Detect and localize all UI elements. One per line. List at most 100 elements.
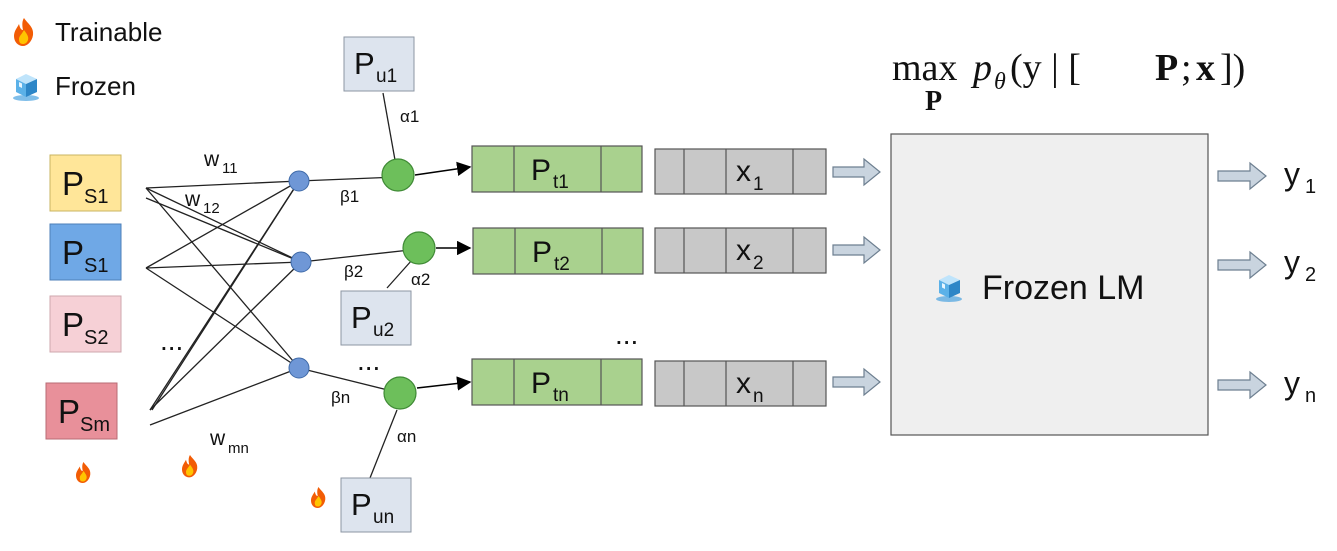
source-prompt-box — [45, 382, 118, 440]
source-prompt-sub: S2 — [84, 327, 108, 349]
legend-frozen: Frozen — [55, 71, 136, 101]
source-prompt-box — [49, 295, 122, 353]
lm-output-arrows — [1217, 161, 1267, 400]
user-prompt-box — [340, 290, 412, 346]
beta-label: βn — [331, 388, 350, 407]
input-sub: 2 — [753, 253, 764, 274]
combine-arrows — [414, 161, 472, 391]
target-prompt-label: P — [531, 154, 551, 187]
legend-trainable: Trainable — [55, 17, 162, 47]
output-label: y — [1284, 365, 1300, 401]
beta-labels: β1 β2 βn — [331, 187, 363, 407]
user-prompt-sub: u2 — [373, 320, 394, 341]
input-sub: n — [753, 386, 764, 407]
formula-theta: θ — [994, 69, 1006, 95]
target-prompt-label: P — [532, 236, 552, 269]
formula-bold-p: P — [1155, 47, 1178, 89]
input-box: x 2 — [654, 227, 827, 274]
combine-node — [381, 158, 415, 192]
source-prompt-sub: S1 — [84, 186, 108, 208]
objective-formula: max P p θ (y | [ P ; x ]) — [892, 47, 1245, 117]
weight-w11-sub: 11 — [222, 160, 238, 177]
formula-rest-b: ]) — [1220, 47, 1245, 89]
target-prompt-sub: tn — [553, 385, 569, 406]
source-node — [288, 170, 310, 192]
user-prompt-label: P — [351, 487, 372, 522]
output-sub: 2 — [1305, 264, 1316, 286]
target-ellipsis: ... — [615, 319, 638, 350]
output-label: y — [1284, 156, 1300, 192]
source-node — [290, 251, 312, 273]
formula-p: p — [970, 47, 992, 89]
source-prompt-sub: Sm — [80, 414, 110, 436]
fire-icon — [76, 462, 91, 483]
user-prompt-sub: un — [373, 507, 394, 528]
combine-node — [383, 376, 417, 410]
user-ellipsis: ... — [357, 345, 380, 376]
beta-label: β1 — [340, 187, 359, 206]
frozen-lm-label: Frozen LM — [982, 269, 1145, 307]
source-prompts: P S1 P S1 P S2 ... P Sm — [45, 154, 183, 440]
hollow-arrow-icon — [832, 235, 881, 265]
input-label: x — [736, 234, 751, 267]
formula-bold-x: x — [1196, 47, 1215, 89]
fire-icon — [311, 487, 326, 508]
source-prompt-label: P — [62, 306, 84, 343]
lm-input-arrows — [832, 157, 881, 397]
alpha-label: α2 — [411, 270, 430, 289]
input-box: x n — [654, 360, 827, 407]
output-sub: n — [1305, 385, 1316, 407]
input-label: x — [736, 367, 751, 400]
source-ellipsis: ... — [160, 325, 183, 356]
user-prompt-box — [343, 36, 415, 92]
target-prompts: P t1 P t2 ... P tn — [471, 145, 644, 406]
formula-semicolon: ; — [1181, 47, 1192, 89]
source-prompt-box — [49, 223, 122, 281]
weight-labels: w 11 w 12 w mn — [184, 148, 249, 457]
hollow-arrow-icon — [1217, 161, 1267, 191]
formula-op: max — [892, 47, 957, 89]
outputs: y 1 y 2 y n — [1284, 156, 1316, 407]
output-sub: 1 — [1305, 176, 1316, 198]
formula-rest-a: (y | [ — [1010, 47, 1081, 89]
hollow-arrow-icon — [1217, 370, 1267, 400]
source-node — [288, 357, 310, 379]
user-prompt-label: P — [354, 46, 375, 81]
output-label: y — [1284, 244, 1300, 280]
source-prompt-box — [49, 154, 122, 212]
target-prompt-sub: t1 — [553, 172, 569, 193]
user-prompt-sub: u1 — [376, 66, 397, 87]
weight-w12: w — [184, 188, 201, 211]
target-prompt-sub: t2 — [554, 254, 570, 275]
source-prompt-label: P — [62, 234, 84, 271]
source-prompt-label: P — [58, 393, 80, 430]
weight-w12-sub: 12 — [203, 200, 220, 217]
hollow-arrow-icon — [832, 367, 881, 397]
fire-icon — [14, 18, 34, 46]
combine-connections — [298, 92, 420, 479]
target-prompt-box: P tn — [471, 358, 643, 406]
input-boxes: x 1 x 2 x n — [654, 148, 827, 407]
target-prompt-box: P t1 — [471, 145, 643, 193]
combine-nodes — [381, 158, 436, 410]
ice-cube-icon — [13, 74, 39, 101]
hollow-arrow-icon — [832, 157, 881, 187]
user-prompts: P u1 P u2 ... P un — [340, 36, 415, 533]
user-prompt-box — [340, 477, 412, 533]
hollow-arrow-icon — [1217, 250, 1267, 280]
source-connections — [145, 180, 302, 426]
weight-w11: w — [203, 148, 220, 171]
target-prompt-label: P — [531, 367, 551, 400]
alpha-label: α1 — [400, 107, 419, 126]
combine-node — [402, 231, 436, 265]
user-prompt-label: P — [351, 300, 372, 335]
alpha-labels: α1 α2 αn — [397, 107, 430, 446]
input-label: x — [736, 155, 751, 188]
target-prompt-box: P t2 — [472, 227, 644, 275]
source-prompt-sub: S1 — [84, 255, 108, 277]
source-nodes — [288, 170, 312, 379]
beta-label: β2 — [344, 262, 363, 281]
weight-wmn-sub: mn — [228, 440, 249, 457]
input-box: x 1 — [654, 148, 827, 195]
